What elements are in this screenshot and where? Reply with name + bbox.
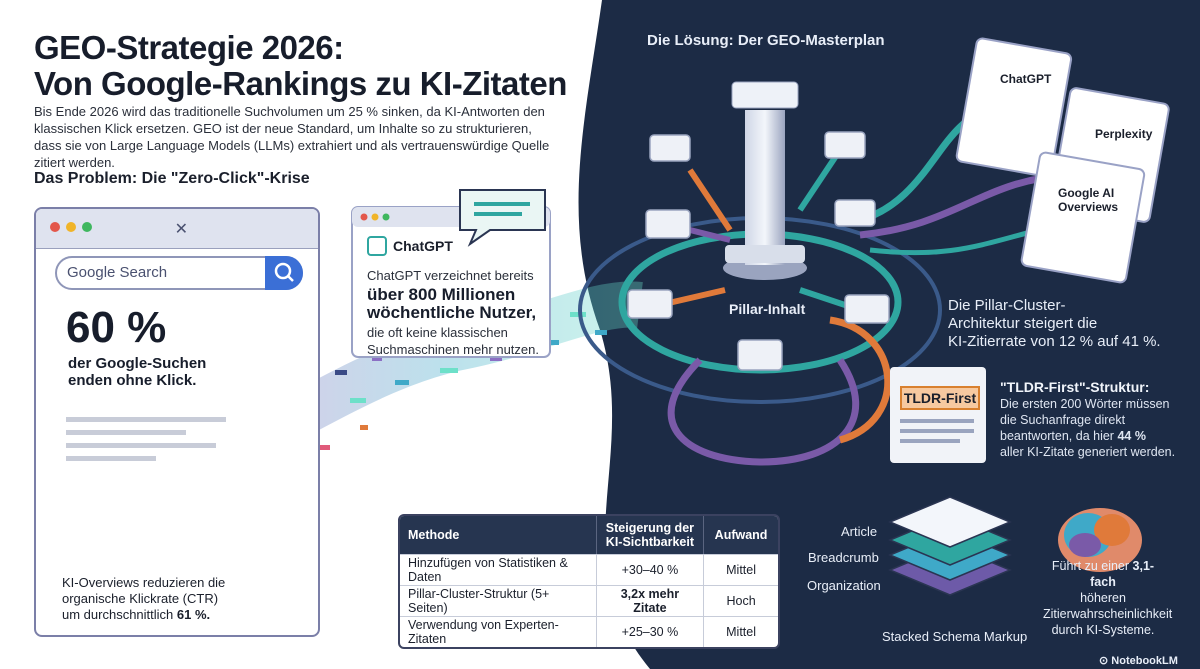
col-methode: Methode — [400, 516, 597, 554]
chatgpt-line-3: Suchmaschinen mehr nutzen. — [367, 342, 539, 357]
search-placeholder: Google Search — [67, 264, 168, 281]
brain-text: Führt zu einer 3,1-fach höheren Zitierwa… — [1043, 558, 1173, 638]
schema-layer-article: Article — [841, 524, 878, 539]
tldr-line-3-text: beantworten, da hier — [1000, 429, 1114, 443]
maximize-dot — [82, 222, 92, 232]
brand-label: NotebookLM — [1111, 655, 1178, 667]
cell-aufwand: Hoch — [704, 585, 778, 616]
pillar-caption-1: Die Pillar-Cluster- — [948, 297, 1066, 314]
tldr-document — [890, 367, 986, 463]
cell-methode: Verwendung von Experten-Zitaten — [400, 616, 597, 647]
chatgpt-title: ChatGPT — [393, 238, 453, 254]
pillar-caption: Die Pillar-Cluster- Architektur steigert… — [948, 297, 1161, 351]
chatgpt-big: über 800 Millionen wöchentliche Nutzer, — [367, 286, 536, 322]
cell-steigerung: +30–40 % — [596, 554, 705, 585]
cell-steigerung: +25–30 % — [596, 616, 705, 647]
chatgpt-line-1: ChatGPT verzeichnet bereits — [367, 268, 534, 283]
brain-highlight: 3,1-fach — [1090, 559, 1155, 589]
minimize-dot — [66, 222, 76, 232]
chatgpt-logo-icon — [367, 236, 387, 256]
search-input[interactable]: Google Search — [55, 256, 303, 290]
problem-heading: Das Problem: Die "Zero-Click"-Krise — [34, 170, 310, 187]
tldr-line-4: aller KI-Zitate generiert werden. — [1000, 445, 1176, 459]
stat-caption-line-2: enden ohne Klick. — [68, 372, 197, 389]
cell-methode: Hinzufügen von Statistiken & Daten — [400, 554, 597, 585]
placeholder-lines — [66, 409, 266, 469]
tldr-line-1: Die ersten 200 Wörter müssen — [1000, 397, 1170, 411]
search-icon — [274, 262, 294, 282]
overview-line-2: organische Klickrate (CTR) — [62, 591, 219, 606]
table-row: Verwendung von Experten-Zitaten +25–30 %… — [400, 616, 778, 647]
schema-caption: Stacked Schema Markup — [882, 629, 1028, 644]
col-steigerung: Steigerung der KI-Sichtbarkeit — [596, 516, 705, 554]
ai-source-perplexity: Perplexity — [1095, 127, 1153, 141]
overview-line-3-text: um durchschnittlich — [62, 607, 174, 622]
schema-layer-organization: Organization — [807, 578, 881, 593]
stat-caption-line-1: der Google-Suchen — [68, 355, 207, 372]
brain-pre: Führt zu einer — [1051, 559, 1130, 573]
search-button[interactable] — [265, 256, 303, 290]
title-line-1: GEO-Strategie 2026: — [34, 29, 344, 66]
tldr-body: Die ersten 200 Wörter müssen die Suchanf… — [1000, 396, 1175, 460]
pillar-caption-3: KI-Zitierrate von 12 % auf 41 %. — [948, 333, 1161, 350]
close-dot — [50, 222, 60, 232]
stat-caption: der Google-Suchen enden ohne Klick. — [68, 355, 206, 389]
browser-titlebar: ✕ — [36, 209, 318, 249]
methods-table: Methode Steigerung der KI-Sichtbarkeit A… — [398, 514, 780, 649]
tldr-line-2: die Suchanfrage direkt — [1000, 413, 1126, 427]
schema-layer-breadcrumb: Breadcrumb — [808, 550, 879, 565]
cell-aufwand: Mittel — [704, 554, 778, 585]
close-tab-icon[interactable]: ✕ — [174, 221, 188, 238]
ai-source-chatgpt: ChatGPT — [1000, 72, 1052, 86]
overview-line-1: KI-Overviews reduzieren die — [62, 575, 226, 590]
solution-heading: Die Lösung: Der GEO-Masterplan — [647, 32, 885, 49]
pillar-label: Pillar-Inhalt — [729, 301, 806, 317]
overview-line-3: um durchschnittlich 61 %. — [62, 607, 225, 623]
page-title: GEO-Strategie 2026: Von Google-Rankings … — [34, 30, 567, 102]
table-row: Hinzufügen von Statistiken & Daten +30–4… — [400, 554, 778, 585]
tldr-line-3: beantworten, da hier 44 % — [1000, 428, 1175, 444]
cell-aufwand: Mittel — [704, 616, 778, 647]
chatgpt-big-2: wöchentliche Nutzer, — [367, 303, 537, 322]
col-aufwand: Aufwand — [704, 516, 778, 554]
chatgpt-lines: die oft keine klassischen Suchmaschinen … — [367, 324, 539, 358]
brain-line-4: durch KI-Systeme. — [1051, 623, 1155, 637]
cell-methode: Pillar-Cluster-Struktur (5+ Seiten) — [400, 585, 597, 616]
intro-text: Bis Ende 2026 wird das traditionelle Suc… — [34, 104, 550, 170]
chatgpt-big-1: über 800 Millionen — [367, 285, 516, 304]
tldr-badge: TLDR-First — [900, 386, 980, 410]
tldr-heading: "TLDR-First"-Struktur: — [1000, 379, 1150, 395]
notebooklm-icon: ⊙ — [1099, 655, 1109, 667]
tldr-pct: 44 % — [1117, 429, 1146, 443]
ai-source-google: Google AI Overviews — [1058, 186, 1119, 214]
overview-text: KI-Overviews reduzieren die organische K… — [62, 575, 225, 623]
cell-steigerung: 3,2x mehr Zitate — [596, 585, 705, 616]
table-row: Pillar-Cluster-Struktur (5+ Seiten) 3,2x… — [400, 585, 778, 616]
table-header-row: Methode Steigerung der KI-Sichtbarkeit A… — [400, 516, 778, 554]
stat-value: 60 % — [66, 303, 167, 352]
brain-line-1: Führt zu einer 3,1-fach — [1043, 558, 1163, 590]
title-line-2: Von Google-Rankings zu KI-Zitaten — [34, 65, 567, 102]
brain-line-3: Zitierwahrscheinlichkeit — [1043, 607, 1173, 621]
overview-pct: 61 %. — [176, 607, 211, 622]
pillar-caption-2: Architektur steigert die — [948, 315, 1098, 332]
brain-line-2: höheren — [1080, 591, 1126, 605]
brand-notebooklm: ⊙ NotebookLM — [1099, 654, 1178, 667]
chatgpt-line-2: die oft keine klassischen — [367, 325, 508, 340]
